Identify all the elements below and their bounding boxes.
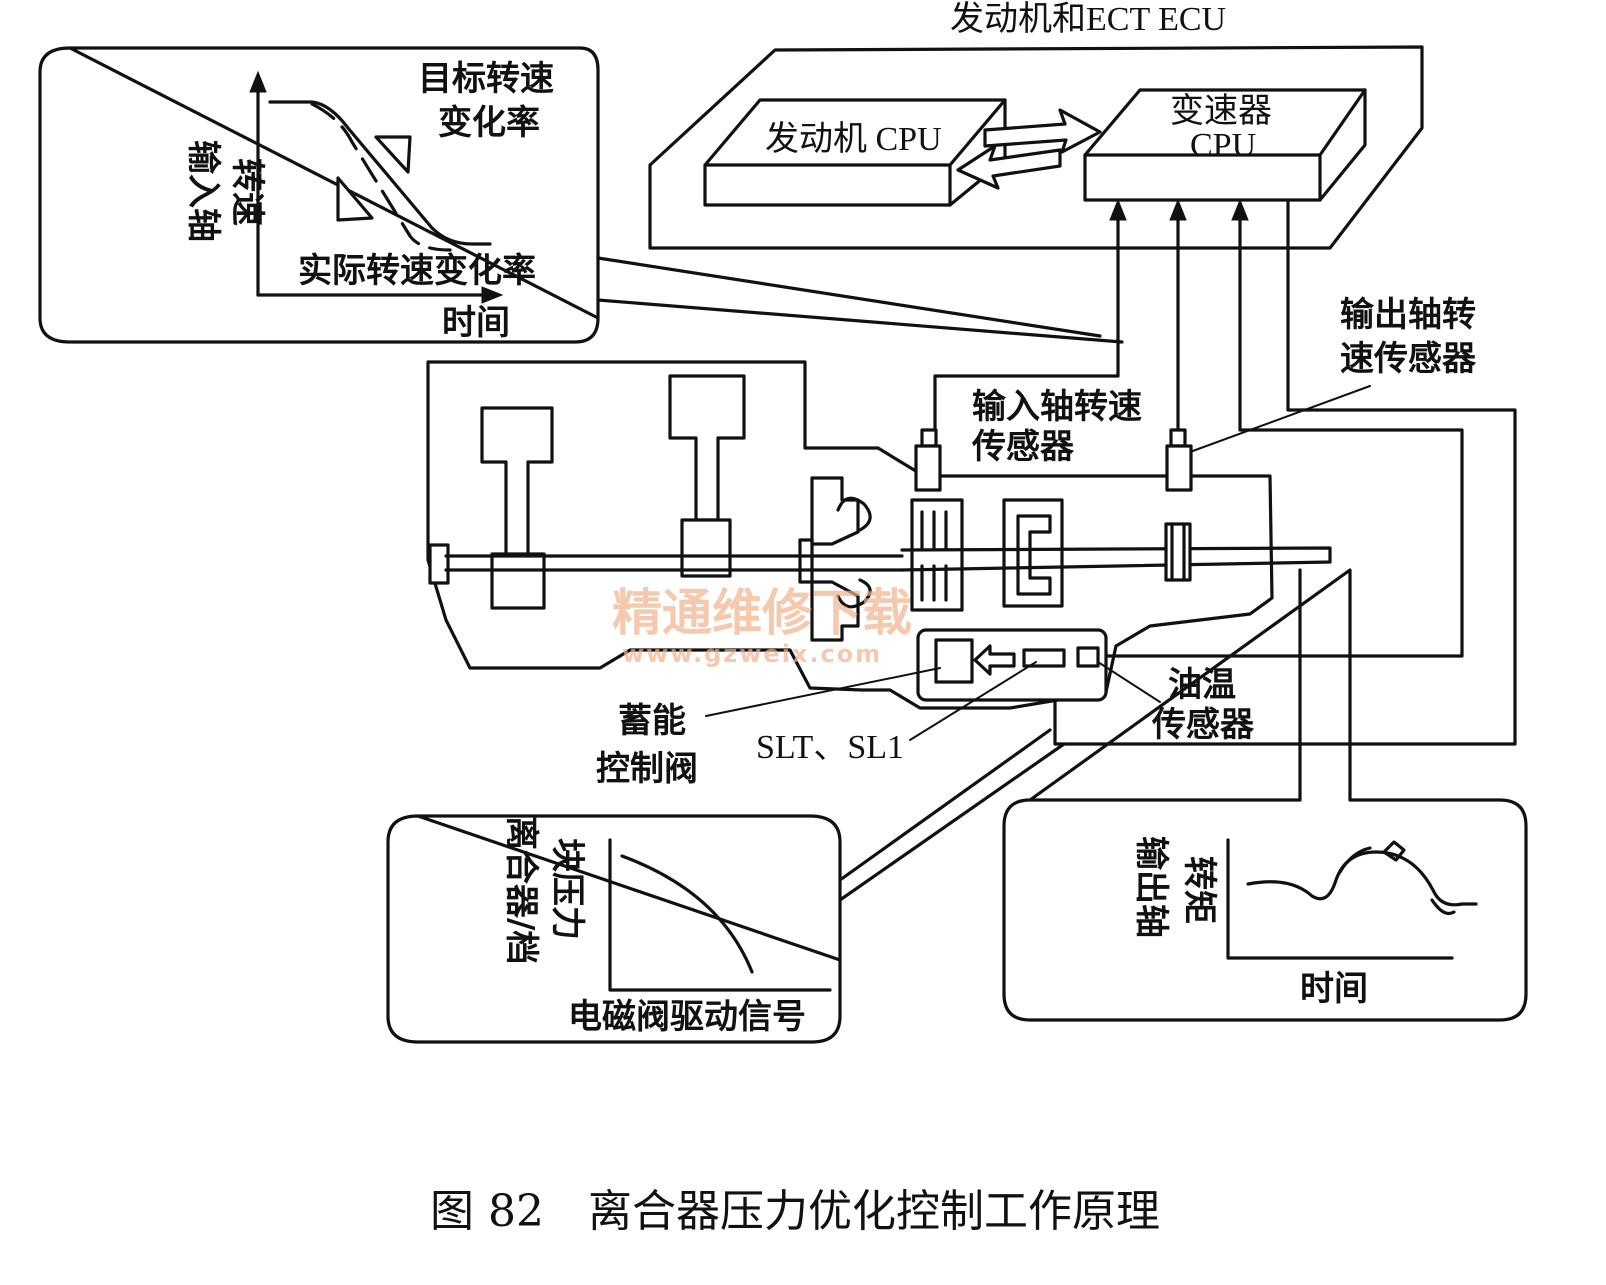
valve-body [916, 628, 1108, 702]
torque-time-axis-label: 时间 [1300, 969, 1368, 1009]
actual-rate-label: 实际转速变化率 [298, 251, 536, 291]
torque-graph-callout: 输出轴 转矩 时间 [1002, 568, 1528, 1022]
solenoid-leader [909, 661, 1037, 741]
solenoid-slt-sl1 [1022, 648, 1066, 668]
piston-left [480, 406, 554, 610]
transmission-cpu-box: 变速器 CPU [1083, 88, 1367, 202]
output-gear [1164, 522, 1192, 582]
target-rate-label-2: 变化率 [438, 103, 540, 143]
output-shaft-sensor-label-2: 速传感器 [1340, 339, 1477, 379]
input-shaft-sensor-label-1: 输入轴转速 [972, 387, 1142, 427]
crank-end [428, 543, 450, 585]
input-shaft-sensor-label-2: 传感器 [971, 427, 1075, 467]
watermark-url: www.gzweix.com [622, 640, 882, 668]
transmission-cpu-label-1: 变速器 [1170, 92, 1272, 130]
oil-temp-leader [1097, 661, 1161, 703]
accumulator-valve-label-2: 控制阀 [596, 749, 698, 789]
planetary-drum [1002, 498, 1064, 608]
pressure-graph-callout: 离合器/档 块压力 电磁阀驱动信号 [386, 728, 1066, 1044]
sensor-wiring [933, 198, 1517, 746]
accumulator-leader [705, 667, 941, 717]
cpu-communication-arrows [956, 108, 1102, 190]
oil-temp-sensor-label-2: 传感器 [1151, 705, 1255, 745]
torque-axis-label-1: 输出轴 [1131, 836, 1171, 938]
output-shaft-speed-sensor [1165, 428, 1193, 492]
clutch-pack [910, 498, 964, 612]
valve-flow-arrow [973, 644, 1016, 676]
transmission-body [426, 360, 1332, 741]
target-rate-label-1: 目标转速 [418, 59, 554, 99]
engine-cpu-label: 发动机 CPU [765, 120, 942, 158]
ecu-housing: 发动机和ECT ECU 发动机 CPU 变速器 CPU [648, 0, 1424, 250]
oil-temp-sensor-label-1: 油温 [1168, 665, 1236, 705]
solenoid-signal-axis-label: 电磁阀驱动信号 [568, 997, 806, 1037]
speed-time-axis-label: 时间 [442, 303, 510, 343]
accumulator-control-valve [934, 638, 974, 684]
input-speed-graph-callout: 目标转速 变化率 输入轴 转速 实际转速变化率 时间 [38, 46, 1124, 344]
figure-caption: 图 82 离合器压力优化控制工作原理 [430, 1186, 1160, 1237]
ecu-title: 发动机和ECT ECU [950, 0, 1226, 38]
oil-temp-sensor [1076, 646, 1100, 668]
accumulator-valve-label-1: 蓄能 [618, 701, 686, 741]
pressure-axis-label-2: 块压力 [547, 838, 587, 940]
torque-axis-label-2: 转矩 [1179, 856, 1219, 924]
transmission-cpu-label-2: CPU [1190, 127, 1256, 164]
torque-converter [798, 476, 872, 642]
engine-cpu-box: 发动机 CPU [703, 98, 1007, 207]
watermark-text: 精通维修下载 [612, 584, 912, 642]
input-shaft-speed-sensor [914, 428, 942, 492]
solenoid-label: SLT、SL1 [756, 729, 904, 766]
piston-right [668, 374, 746, 578]
output-shaft-sensor-label-1: 输出轴转 [1340, 295, 1476, 335]
pressure-axis-label-1: 离合器/档 [501, 816, 541, 964]
input-speed-axis-label-1: 输入轴 [183, 140, 223, 242]
input-speed-axis-label-2: 转速 [227, 158, 267, 226]
